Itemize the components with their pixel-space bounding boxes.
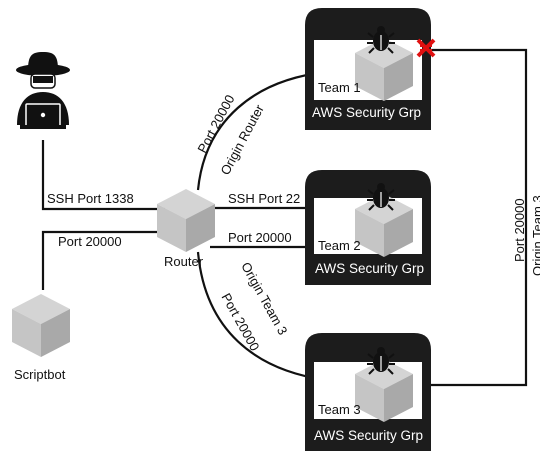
edge-label-right-port: Port 20000	[512, 198, 527, 262]
edge-label-right-origin: Origin Team 3	[530, 195, 540, 276]
team1-label: Team 1	[318, 80, 361, 95]
router-node: Router	[157, 189, 215, 269]
team3-security-group-label: AWS Security Grp	[314, 428, 423, 443]
scriptbot-label: Scriptbot	[14, 367, 66, 382]
scriptbot-node: Scriptbot	[12, 294, 70, 382]
hacker-link-line	[41, 140, 165, 211]
router-team1-link	[196, 67, 328, 191]
team1-security-group-label: AWS Security Grp	[312, 105, 421, 120]
router-label: Router	[164, 254, 204, 269]
team2-security-group: Team 2 AWS Security Grp	[305, 170, 431, 285]
edge-label-ssh-22: SSH Port 22	[228, 191, 300, 206]
router-team3-link	[196, 251, 328, 384]
hacker-icon	[16, 52, 70, 129]
scriptbot-cube-icon	[12, 294, 70, 357]
scriptbot-link-line	[41, 230, 165, 290]
router-cube-icon	[157, 189, 215, 252]
team1-security-group: Team 1 AWS Security Grp	[305, 8, 431, 130]
team2-label: Team 2	[318, 238, 361, 253]
edge-label-scriptbot-port: Port 20000	[58, 234, 122, 249]
team3-label: Team 3	[318, 402, 361, 417]
edge-label-team2-port: Port 20000	[228, 230, 292, 245]
team3-security-group: Team 3 AWS Security Grp	[305, 333, 431, 451]
edge-label-ssh-1338: SSH Port 1338	[47, 191, 134, 206]
team3-team1-return-line	[430, 48, 528, 387]
blocked-connection-icon	[416, 38, 436, 58]
connections	[41, 48, 528, 387]
team2-security-group-label: AWS Security Grp	[315, 261, 424, 276]
